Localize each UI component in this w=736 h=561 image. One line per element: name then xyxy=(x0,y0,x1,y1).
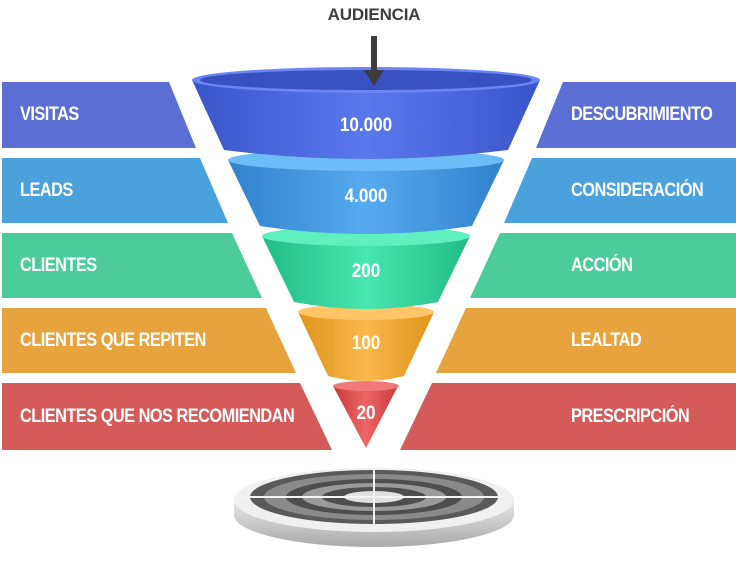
right-label-lealtad: LEALTAD xyxy=(571,330,642,351)
audience-title: AUDIENCIA xyxy=(327,5,421,24)
left-band-clientes xyxy=(2,233,262,298)
right-label-prescripcion: PRESCRIPCIÓN xyxy=(571,406,690,427)
funnel-value-2: 4.000 xyxy=(344,186,388,207)
funnel-value-5: 20 xyxy=(356,403,376,424)
left-label-repiten: CLIENTES QUE REPITEN xyxy=(20,330,206,351)
funnel-value-4: 100 xyxy=(351,333,381,354)
left-label-clientes: CLIENTES xyxy=(20,255,97,276)
left-label-visitas: VISITAS xyxy=(20,104,79,125)
right-band-descubrimiento xyxy=(536,82,736,148)
left-band-repiten xyxy=(2,308,296,373)
funnel-segment-1 xyxy=(192,67,540,159)
right-band-prescripcion xyxy=(400,383,736,450)
left-label-recomiendan: CLIENTES QUE NOS RECOMIENDAN xyxy=(20,406,295,427)
right-label-descubrimiento: DESCUBRIMIENTO xyxy=(571,104,713,125)
left-label-leads: LEADS xyxy=(20,180,73,201)
left-band-recomiendan xyxy=(2,383,332,450)
funnel-segment-4 xyxy=(298,304,434,381)
funnel-value-3: 200 xyxy=(351,261,381,282)
right-band-lealtad xyxy=(436,308,736,373)
funnel-value-1: 10.000 xyxy=(339,115,393,136)
right-label-consideracion: CONSIDERACIÓN xyxy=(571,180,704,201)
right-band-accion xyxy=(470,233,736,298)
arrow-down-icon xyxy=(364,36,384,86)
funnel-segment-5 xyxy=(333,381,399,448)
left-band-leads xyxy=(2,158,228,223)
right-label-accion: ACCIÓN xyxy=(571,255,633,276)
left-band-visitas xyxy=(2,82,196,148)
right-band-consideracion xyxy=(504,158,736,223)
target-icon xyxy=(234,468,514,547)
